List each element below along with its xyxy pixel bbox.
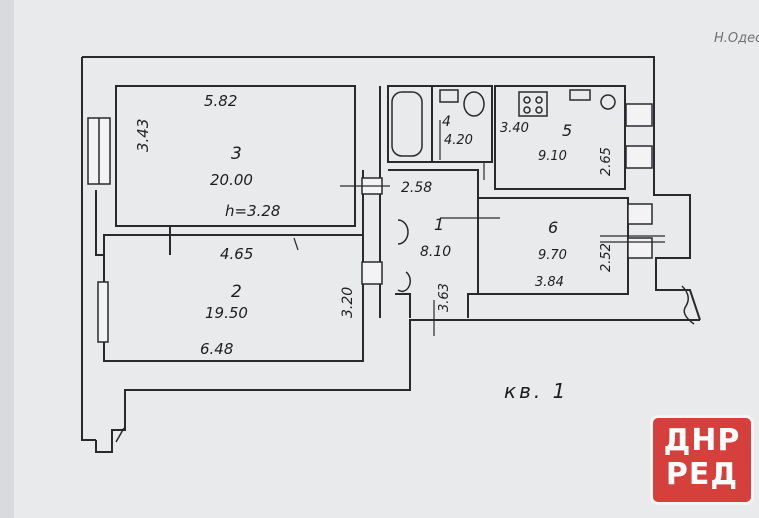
partition-left [95, 190, 104, 256]
window-room-6-2 [627, 237, 653, 259]
windows [87, 103, 653, 343]
watermark-line-1: ДНР [663, 423, 741, 458]
room-3-height: h=3.28 [225, 202, 280, 220]
room-6-dim-side: 2.52 [599, 243, 614, 272]
faint-corner-text: Н.Одесса [714, 31, 759, 46]
stove-burner-icon [523, 106, 531, 114]
room-2-dim-side: 3.20 [340, 287, 356, 318]
apartment-label: кв. 1 [504, 379, 568, 403]
stove-burner-icon [523, 96, 531, 104]
room-4-walls [387, 85, 493, 163]
room-3-number: 3 [231, 144, 242, 164]
room-2-dim-top: 4.65 [220, 245, 253, 263]
kitchen-sink-icon [569, 89, 591, 101]
watermark-line-2: РЕД [665, 457, 739, 492]
stove-burner-icon [535, 96, 543, 104]
room-3-walls [115, 85, 356, 227]
toilet-icon [463, 91, 485, 117]
stair-mark-icon [115, 427, 125, 443]
window-room-6-1 [627, 203, 653, 225]
window-kitchen-1 [625, 103, 653, 127]
partition-room3-room2 [116, 225, 171, 255]
outer-wall-left [81, 57, 96, 441]
room-6-dim-bottom: 3.84 [535, 275, 564, 290]
watermark-logo: ДНР РЕД [650, 415, 754, 505]
stove-burner-icon [535, 106, 543, 114]
entry-door-swing-icon [397, 271, 411, 293]
room-4-number: 4 [442, 114, 451, 130]
door-swing-icon [397, 219, 409, 245]
room-3-area: 20.00 [210, 171, 253, 189]
entry-wall [395, 293, 411, 318]
dim-tick [293, 237, 299, 251]
room-1-dim-side: 3.63 [437, 283, 452, 312]
boiler-icon [600, 94, 616, 110]
room-1-number: 1 [434, 215, 444, 234]
room-5-number: 5 [562, 121, 572, 140]
room-1-dim-top: 2.58 [401, 180, 432, 196]
room-5-dim-side: 2.65 [599, 147, 614, 176]
entrance-arc-icon [681, 285, 695, 325]
window-kitchen-2 [625, 145, 653, 169]
outer-wall-right [653, 98, 701, 321]
room-4-area: 4.20 [444, 133, 473, 148]
room-2-area: 19.50 [205, 304, 248, 322]
room-3-dim-top: 5.82 [204, 92, 237, 110]
room-2-dim-bottom: 6.48 [200, 340, 233, 358]
room-5-walls [494, 85, 626, 190]
outer-wall-bottom [95, 319, 700, 453]
stove-icon [518, 91, 548, 117]
paper-left-edge [0, 0, 14, 518]
room-6-number: 6 [548, 218, 558, 237]
dimension-lines [293, 120, 665, 336]
room-1-walls [388, 169, 479, 318]
bathtub-icon [391, 91, 423, 157]
room-3-dim-side: 3.43 [134, 119, 152, 152]
room-5-area: 9.10 [538, 149, 567, 164]
room-5-dim-top: 3.40 [500, 121, 529, 136]
room-1-area: 8.10 [420, 244, 451, 260]
room-2-number: 2 [231, 282, 242, 302]
fixtures [115, 89, 695, 443]
window-room-2 [97, 281, 109, 343]
outer-wall-top [82, 56, 655, 98]
sink-icon [439, 89, 459, 103]
room-6-area: 9.70 [538, 248, 567, 263]
door-room-2 [361, 261, 383, 285]
